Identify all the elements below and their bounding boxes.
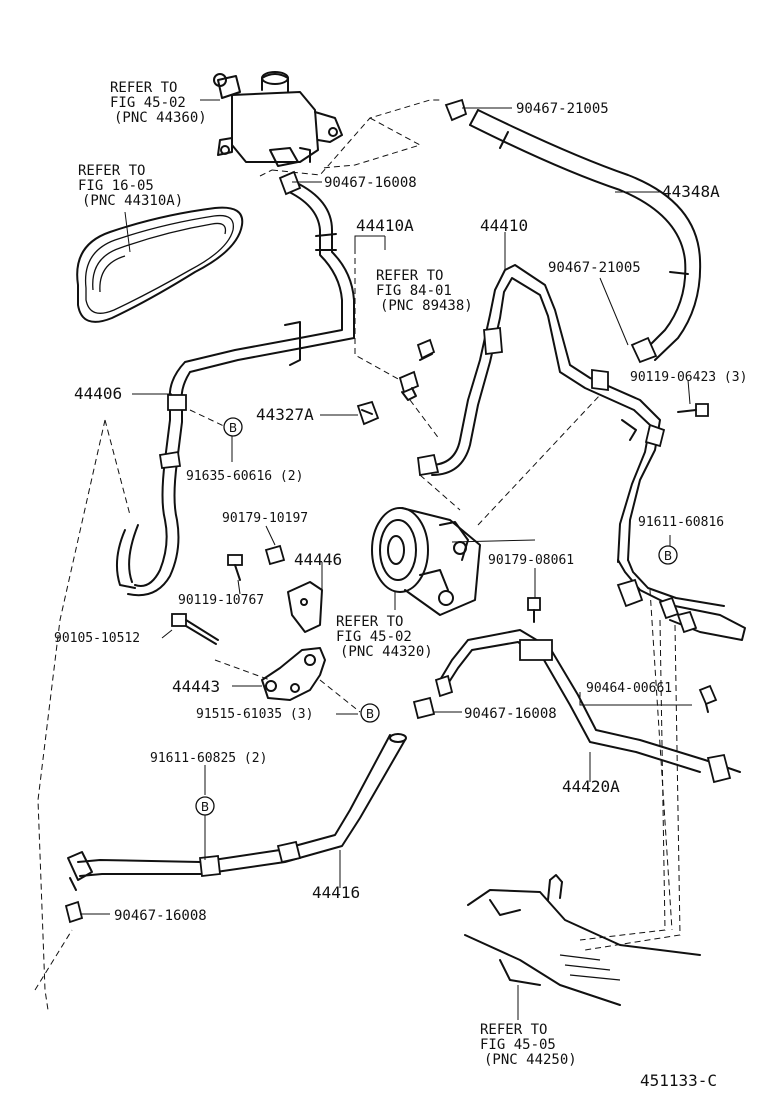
label-91611-60825: 91611-60825 (2): [150, 751, 267, 766]
ref-line: (PNC 89438): [380, 298, 473, 314]
dashed-guides: [34, 99, 681, 1011]
clip-90467-16008-mid: [412, 696, 436, 720]
ref-reservoir: REFER TO FIG 45-02 (PNC 44360): [110, 80, 207, 126]
pipe-44410: [417, 264, 746, 641]
ref-line: FIG 45-02: [110, 95, 186, 111]
label-44348A: 44348A: [662, 182, 720, 201]
clip-90464-00661: [698, 684, 718, 713]
label-44327A: 44327A: [256, 405, 314, 424]
bracket-44443: [261, 647, 326, 701]
drive-belt: [76, 206, 244, 323]
ref-line: (PNC 44250): [484, 1052, 577, 1068]
ref-belt: REFER TO FIG 16-05 (PNC 44310A): [78, 163, 183, 209]
label-44443: 44443: [172, 677, 220, 696]
ref-line: FIG 16-05: [78, 178, 154, 194]
label-44410: 44410: [480, 216, 528, 235]
label-91611-60816: 91611-60816: [638, 515, 724, 530]
label-91635-60616: 91635-60616 (2): [186, 469, 303, 484]
callout-b-2: B: [658, 545, 678, 565]
label-90179-10197: 90179-10197: [222, 511, 308, 526]
leader-lines: [80, 99, 692, 1020]
bracket-44446: [287, 581, 323, 633]
label-44416: 44416: [312, 883, 360, 902]
nut-90179-10197: [264, 544, 286, 566]
ref-line: REFER TO: [336, 614, 403, 630]
label-44420A: 44420A: [562, 777, 620, 796]
pressure-switch: [398, 338, 436, 401]
pipe-44420A: [434, 629, 741, 784]
ref-line: FIG 45-02: [336, 629, 412, 645]
label-90467-21005-top: 90467-21005: [516, 101, 609, 117]
label-90467-16008-top: 90467-16008: [324, 175, 417, 191]
diagram-id: 451133-C: [640, 1071, 717, 1090]
label-90464-00661: 90464-00661: [586, 681, 672, 696]
label-90105-10512: 90105-10512: [54, 631, 140, 646]
hose-44348A: [444, 98, 702, 364]
ref-line: REFER TO: [376, 268, 443, 284]
ref-line: REFER TO: [110, 80, 177, 96]
clip-90467-16008-bottom: [64, 900, 84, 924]
ref-line: (PNC 44320): [340, 644, 433, 660]
callout-b-3: B: [360, 703, 380, 723]
ref-gear: REFER TO FIG 45-05 (PNC 44250): [480, 1022, 577, 1068]
label-90467-21005-mid: 90467-21005: [548, 260, 641, 276]
hose-44416: [67, 733, 407, 891]
label-90467-16008-bottom: 90467-16008: [114, 908, 207, 924]
ref-switch: REFER TO FIG 84-01 (PNC 89438): [376, 268, 473, 314]
ref-line: (PNC 44310A): [82, 193, 183, 209]
bolt-90119-06423: [677, 403, 709, 417]
callout-b-text: B: [229, 421, 237, 435]
callout-b-text: B: [201, 800, 209, 814]
label-91515-61035: 91515-61035 (3): [196, 707, 313, 722]
bolt-90119-10767: [227, 554, 243, 581]
ref-pump: REFER TO FIG 45-02 (PNC 44320): [336, 614, 433, 660]
label-90179-08061: 90179-08061: [488, 553, 574, 568]
label-90467-16008-mid: 90467-16008: [464, 706, 557, 722]
callout-b-text: B: [664, 549, 672, 563]
ref-line: FIG 45-05: [480, 1037, 556, 1053]
ref-line: (PNC 44360): [114, 110, 207, 126]
clip-44327A: [356, 400, 380, 426]
power-steering-pump: [371, 507, 481, 616]
label-90119-06423: 90119-06423 (3): [630, 370, 747, 385]
hose-44406: [115, 170, 355, 597]
callout-b-4: B: [195, 796, 215, 816]
label-90119-10767: 90119-10767: [178, 593, 264, 608]
bolt-90105-10512: [171, 613, 219, 645]
bolt-90179-08061: [527, 597, 541, 623]
ref-line: REFER TO: [78, 163, 145, 179]
steering-gear: [464, 874, 701, 1006]
label-44446: 44446: [294, 550, 342, 569]
callout-b-1: B: [223, 417, 243, 437]
ref-line: REFER TO: [480, 1022, 547, 1038]
label-44406: 44406: [74, 384, 122, 403]
callout-b-text: B: [366, 707, 374, 721]
label-44410A: 44410A: [356, 216, 414, 235]
reservoir-tank: [213, 71, 343, 167]
ref-line: FIG 84-01: [376, 283, 452, 299]
